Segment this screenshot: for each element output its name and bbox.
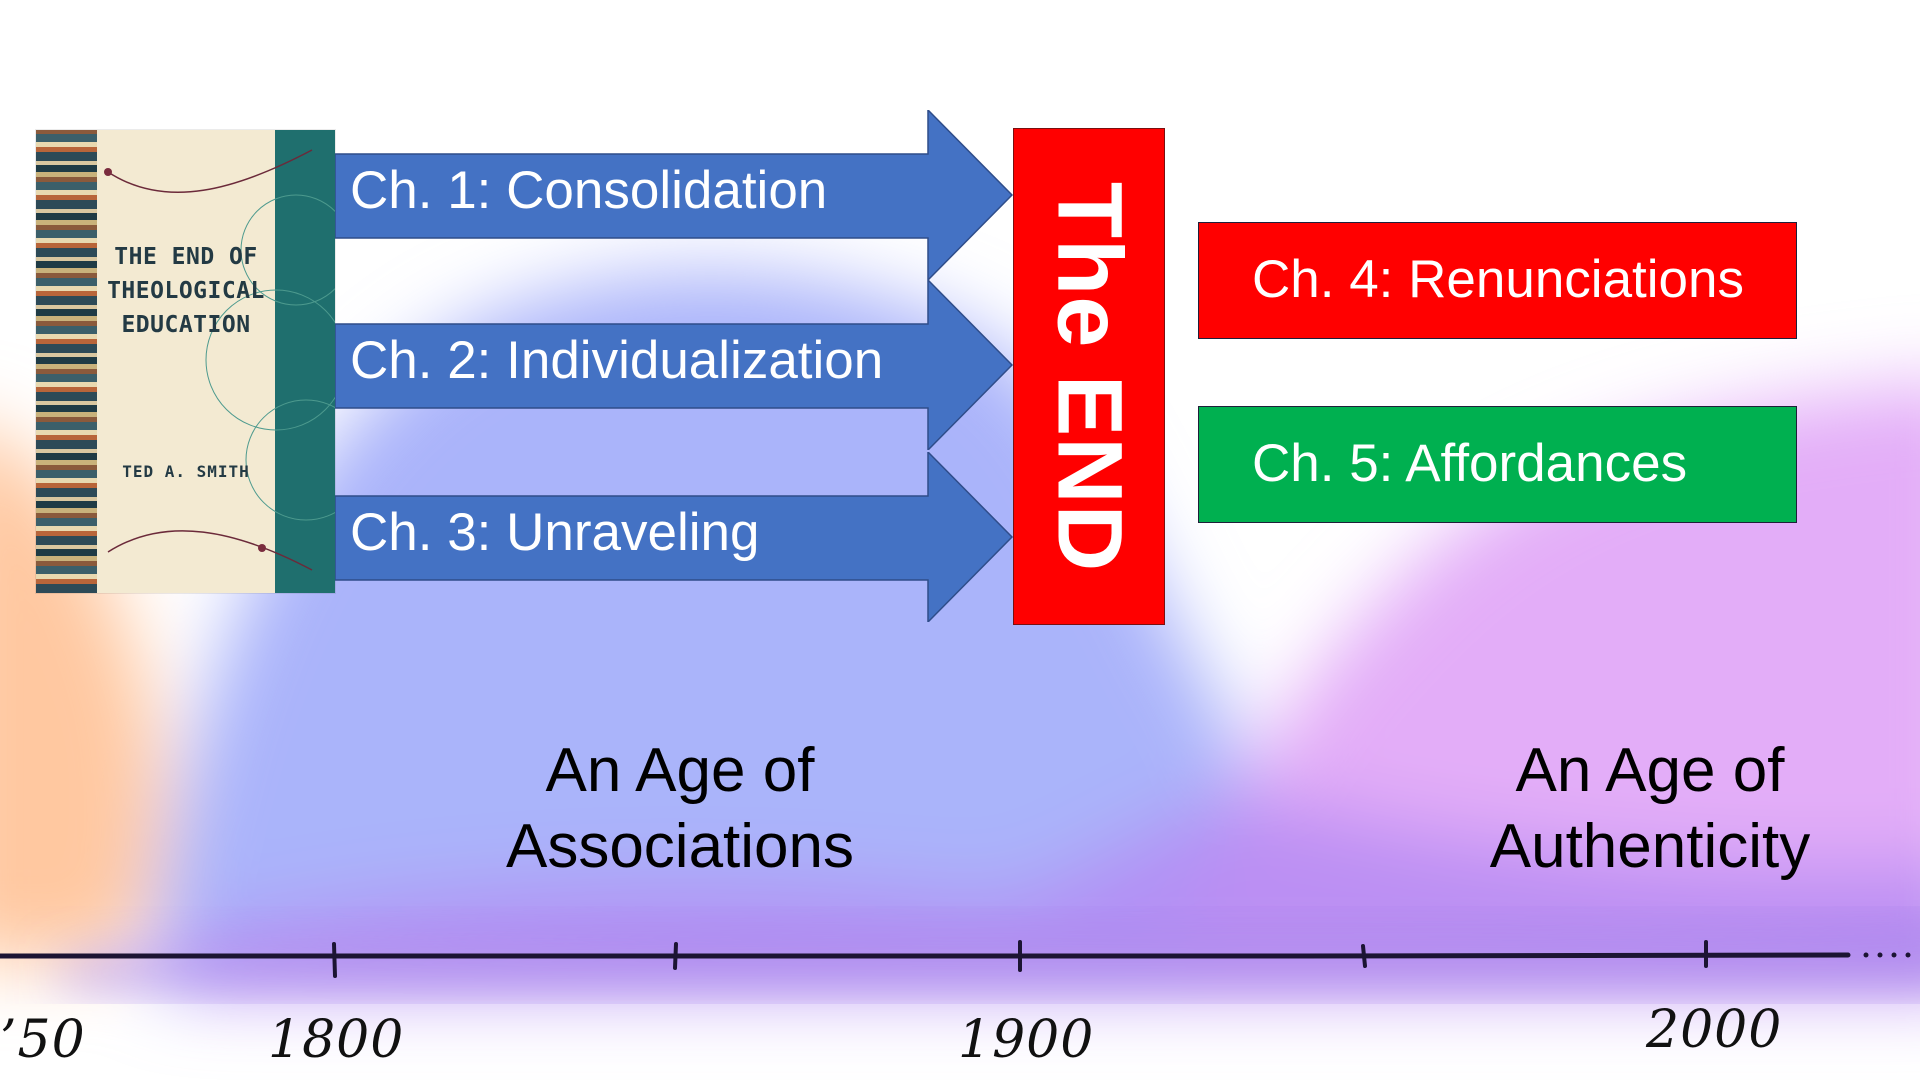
chapter-3-arrow: Ch. 3: Unraveling xyxy=(335,452,1015,622)
tick-1950 xyxy=(1361,944,1367,968)
the-end-box: The END xyxy=(1013,128,1165,625)
age-of-associations-label: An Age of Associations xyxy=(505,736,855,881)
book-cover: THE END OF THEOLOGICAL EDUCATION TED A. … xyxy=(36,130,335,593)
timeline-line xyxy=(0,952,1851,959)
timeline-continuation-dots xyxy=(1863,952,1911,958)
book-teal-strip xyxy=(275,130,335,593)
timeline-axis xyxy=(0,940,1911,978)
book-title: THE END OF THEOLOGICAL EDUCATION xyxy=(107,244,265,338)
timeline-ticks xyxy=(332,940,1708,978)
chapter-1-arrow: Ch. 1: Consolidation xyxy=(335,110,1015,280)
age-of-authenticity-label: An Age of Authenticity xyxy=(1489,736,1811,881)
year-label-2000: 2000 xyxy=(1646,1000,1783,1060)
book-ornament-icon xyxy=(104,149,335,571)
book-author: TED A. SMITH xyxy=(122,462,250,481)
year-label-1750: ’50 xyxy=(0,1010,86,1070)
tick-1850 xyxy=(673,942,678,970)
chapter-4-box: Ch. 4: Renunciations xyxy=(1198,222,1797,339)
year-label-1900: 1900 xyxy=(958,1010,1095,1070)
book-pattern-strip xyxy=(36,130,97,593)
the-end-label: The END xyxy=(1038,181,1141,572)
tick-1800 xyxy=(332,942,337,978)
chapter-1-label: Ch. 1: Consolidation xyxy=(350,161,828,220)
chapter-2-arrow: Ch. 2: Individualization xyxy=(335,280,1015,450)
chapter-2-label: Ch. 2: Individualization xyxy=(350,331,884,390)
chapter-3-label: Ch. 3: Unraveling xyxy=(350,503,760,562)
chapter-5-box: Ch. 5: Affordances xyxy=(1198,406,1797,523)
year-label-1800: 1800 xyxy=(268,1010,405,1070)
associations-era-blob xyxy=(150,272,1252,980)
